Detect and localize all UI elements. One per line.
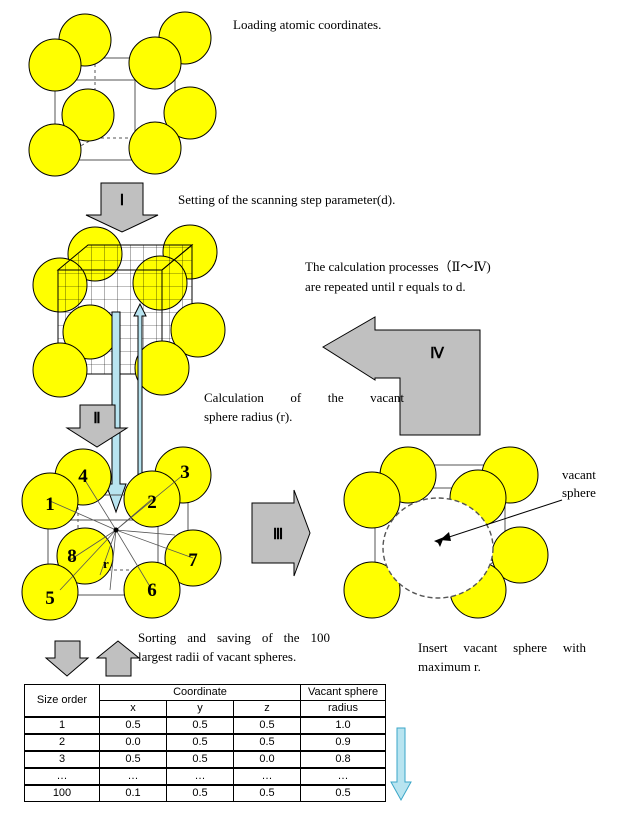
cell-y: 0.5: [166, 733, 234, 752]
cell-y: 0.5: [166, 716, 234, 735]
cell-radius: 0.9: [300, 733, 386, 752]
cell-x: 0.1: [99, 784, 167, 802]
cell-radius: 0.8: [300, 750, 386, 769]
vacant-sphere-table: Size order Coordinate Vacant sphere x y …: [24, 684, 386, 802]
atom-label-1: 1: [45, 494, 55, 515]
atom-label-5: 5: [45, 588, 55, 609]
step-arrow-1: Ⅰ: [85, 182, 159, 233]
cell-radius: 1.0: [300, 716, 386, 735]
table-row: 100 0.1 0.5 0.5 0.5: [24, 784, 386, 802]
header-x: x: [99, 700, 167, 718]
radius-panel: 1 2 3 4 5 6 7 8 r: [21, 446, 222, 621]
cell-z: 0.0: [233, 750, 301, 769]
step-label-3: Ⅲ: [273, 527, 283, 543]
atom-label-8: 8: [67, 546, 77, 567]
header-coordinate: Coordinate: [99, 684, 301, 701]
step-label-2: Ⅱ: [93, 411, 100, 427]
cell-z: 0.5: [233, 716, 301, 735]
header-size-order: Size order: [24, 684, 100, 718]
atom-cell-panel-1: [28, 11, 217, 177]
scan-grid-panel: [32, 224, 226, 398]
caption-loading: Loading atomic coordinates.: [233, 17, 382, 32]
cell-x: 0.0: [99, 733, 167, 752]
cell-z: 0.5: [233, 784, 301, 802]
caption-sorting-2: largest radii of vacant spheres.: [138, 649, 297, 664]
caption-sorting-1: Sorting and saving of the 100: [138, 630, 330, 645]
caption-calc-1: Calculation of the vacant: [204, 390, 404, 405]
vacant-sphere-panel: [343, 446, 563, 619]
cell-order: …: [24, 767, 100, 786]
cell-order: 1: [24, 716, 100, 735]
atom-label-7: 7: [188, 550, 198, 571]
table-row: … … … … …: [24, 767, 386, 786]
caption-repeat-2: are repeated until r equals to d.: [305, 279, 466, 294]
caption-repeat-1: The calculation processes（Ⅱ～Ⅳ): [305, 259, 491, 274]
caption-vacant-2: sphere: [562, 485, 596, 500]
radius-label: r: [103, 556, 109, 571]
atom-label-4: 4: [78, 466, 88, 487]
cell-x: …: [99, 767, 167, 786]
step-label-4: Ⅳ: [430, 346, 445, 362]
caption-insert-2: maximum r.: [418, 659, 481, 674]
header-z: z: [233, 700, 301, 718]
step-arrow-4: Ⅳ: [322, 316, 481, 436]
header-vacant-radius-1: Vacant sphere: [300, 684, 386, 701]
cell-order: 3: [24, 750, 100, 769]
cell-order: 2: [24, 733, 100, 752]
caption-setting: Setting of the scanning step parameter(d…: [178, 192, 396, 207]
cell-radius: …: [300, 767, 386, 786]
cell-y: 0.5: [166, 750, 234, 769]
atom-label-3: 3: [180, 462, 190, 483]
table-row: 2 0.0 0.5 0.5 0.9: [24, 733, 386, 752]
caption-calc-2: sphere radius (r).: [204, 409, 293, 424]
header-vacant-radius-2: radius: [300, 700, 386, 718]
step-label-1: Ⅰ: [120, 193, 124, 209]
table-row: 3 0.5 0.5 0.0 0.8: [24, 750, 386, 769]
step-arrow-3: Ⅲ: [251, 489, 311, 577]
cell-y: 0.5: [166, 784, 234, 802]
scan-arrows: [105, 302, 147, 514]
table-row: 1 0.5 0.5 0.5 1.0: [24, 716, 386, 735]
header-y: y: [166, 700, 234, 718]
atom-label-6: 6: [147, 580, 157, 601]
cell-radius: 0.5: [300, 784, 386, 802]
caption-insert-1: Insert vacant sphere with: [418, 640, 586, 655]
vacant-sphere: [382, 497, 494, 599]
cell-y: …: [166, 767, 234, 786]
cell-x: 0.5: [99, 716, 167, 735]
cell-x: 0.5: [99, 750, 167, 769]
cell-order: 100: [24, 784, 100, 802]
cell-z: …: [233, 767, 301, 786]
step-arrow-2: Ⅱ: [65, 404, 129, 448]
cell-z: 0.5: [233, 733, 301, 752]
descending-arrow: [390, 727, 412, 802]
sort-arrows: [44, 640, 141, 677]
caption-vacant-1: vacant: [562, 467, 596, 482]
atom-label-2: 2: [147, 492, 157, 513]
table-header-row: Size order Coordinate Vacant sphere: [24, 684, 386, 718]
atom-5: [21, 563, 79, 621]
